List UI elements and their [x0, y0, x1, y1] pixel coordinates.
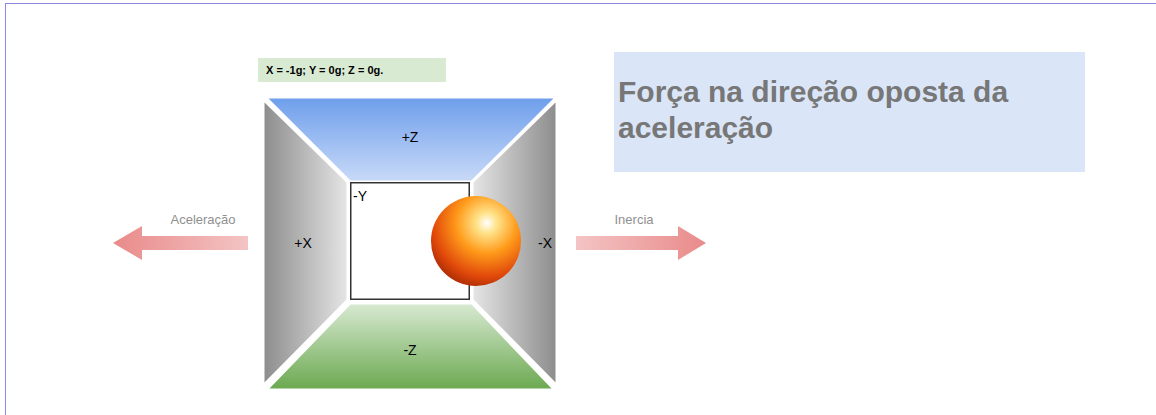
reading-box: X = -1g; Y = 0g; Z = 0g.: [258, 58, 446, 82]
label-holder: Aceleração: [170, 212, 235, 227]
acceleration-arrow: [113, 226, 248, 260]
face-label-holder: +Z: [402, 129, 419, 145]
page-frame: [6, 4, 1156, 415]
face-label-holder: -Y: [353, 188, 367, 204]
inertia-label: Inercia: [614, 212, 653, 227]
back-face: -Y: [350, 182, 470, 300]
face-label-holder: -Z: [403, 342, 416, 358]
bottom-face: -Z: [263, 298, 559, 392]
face-label: -Z: [403, 342, 416, 358]
acceleration-label: Aceleração: [170, 212, 235, 227]
face-label-holder: -X: [538, 235, 552, 251]
face-label-holder: +X: [294, 235, 312, 251]
face-label: +X: [294, 235, 312, 251]
face-outline: [266, 303, 555, 390]
title-text: Força na direção oposta da aceleração: [618, 74, 1079, 146]
face-label: -Y: [353, 188, 367, 204]
face-shape: [350, 182, 470, 300]
reading-text: X = -1g; Y = 0g; Z = 0g.: [266, 63, 438, 77]
face-outline: [351, 183, 470, 300]
label-holder: Inercia: [614, 212, 653, 227]
ball: [431, 196, 521, 286]
face-label: -X: [538, 235, 552, 251]
inertia-arrow: [576, 226, 706, 260]
title-panel: Força na direção oposta da aceleração: [614, 52, 1085, 172]
face-label: +Z: [402, 129, 419, 145]
